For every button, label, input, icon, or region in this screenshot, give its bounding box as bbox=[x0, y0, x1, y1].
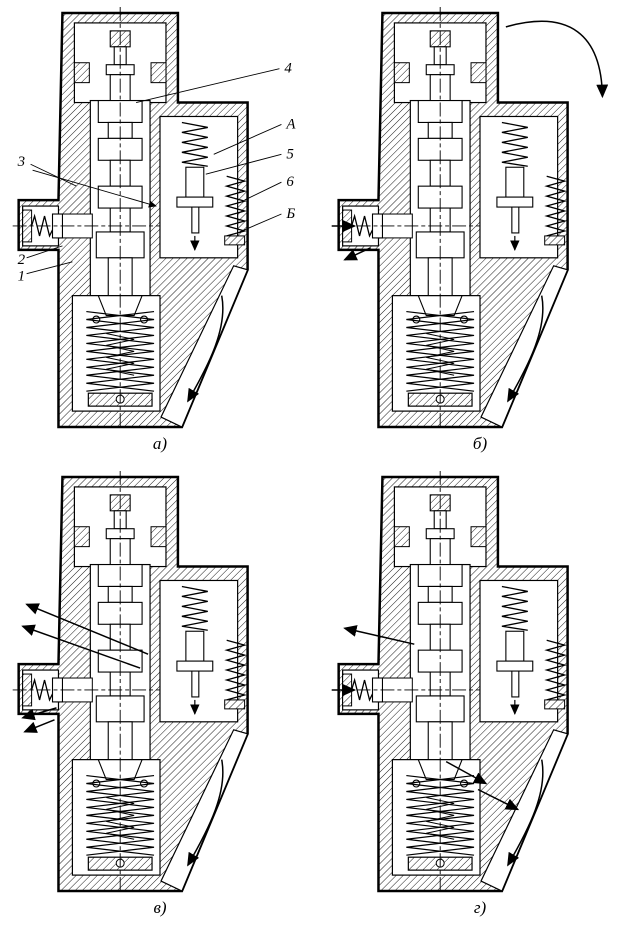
valve-body bbox=[13, 471, 248, 893]
port-out-arrow-1 bbox=[21, 707, 57, 721]
panel-v: в) bbox=[0, 464, 320, 929]
panel-caption-g: г) bbox=[473, 898, 487, 917]
callout-5: 5 bbox=[286, 146, 294, 162]
panel-caption-a: а) bbox=[152, 434, 168, 453]
callout-4: 4 bbox=[284, 61, 292, 77]
internal-flow-arrow-2 bbox=[477, 788, 520, 811]
internal-flow-arrow-1 bbox=[445, 760, 488, 785]
callout-leader-lines-a bbox=[26, 68, 282, 275]
callout-B: Б bbox=[285, 206, 295, 222]
callout-1: 1 bbox=[18, 269, 25, 285]
callout-3: 3 bbox=[17, 154, 25, 170]
valve-section-drawing-g bbox=[329, 469, 631, 897]
port-drain-arrow bbox=[343, 247, 371, 261]
callout-6: 6 bbox=[286, 174, 294, 190]
valve-body bbox=[13, 7, 248, 429]
flow-arrows-g bbox=[331, 625, 520, 811]
valve-body bbox=[333, 7, 568, 429]
panel-caption-v: в) bbox=[153, 898, 167, 917]
callout-A: А bbox=[285, 116, 296, 132]
valve-body bbox=[333, 471, 568, 893]
exit-flow-arrow bbox=[343, 625, 415, 645]
callout-labels-a: 4 А 5 6 Б 3 2 1 bbox=[17, 61, 297, 285]
flow-arrows-v bbox=[21, 603, 149, 733]
callout-2: 2 bbox=[18, 252, 26, 268]
exit-flow-arrow-lower bbox=[21, 624, 141, 669]
exit-flow-arrow-upper bbox=[25, 603, 149, 655]
panel-caption-b: б) bbox=[472, 434, 488, 453]
port-out-arrow-2 bbox=[23, 719, 55, 733]
flow-arrows-b bbox=[331, 20, 609, 261]
panel-a: 4 А 5 6 Б 3 2 1 а) bbox=[0, 0, 320, 464]
panel-g: г) bbox=[320, 464, 640, 929]
panel-b: б) bbox=[320, 0, 640, 464]
top-exit-flow-arrow bbox=[505, 20, 609, 99]
valve-section-drawing-b bbox=[329, 5, 609, 433]
valve-section-drawing-v bbox=[9, 469, 311, 897]
valve-section-drawing-a: 4 А 5 6 Б 3 2 1 bbox=[9, 5, 297, 433]
